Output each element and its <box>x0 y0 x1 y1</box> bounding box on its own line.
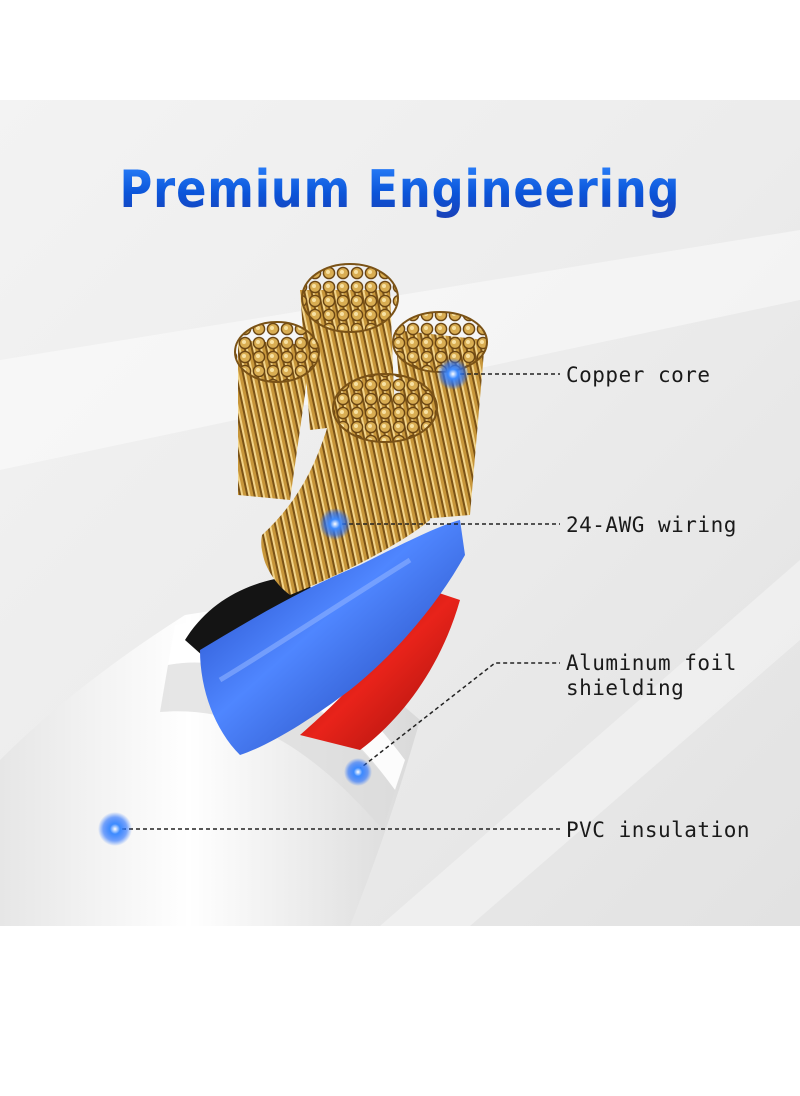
label-aluminum-foil-line2: shielding <box>566 676 685 700</box>
blue-wire <box>200 520 465 755</box>
label-aluminum-foil: Aluminum foil shielding <box>566 651 737 701</box>
marker-foil <box>344 758 372 786</box>
page-title: Premium Engineering <box>56 160 744 220</box>
marker-awg <box>319 508 351 540</box>
label-pvc-insulation: PVC insulation <box>566 818 751 842</box>
marker-pvc <box>98 812 132 846</box>
label-aluminum-foil-line1: Aluminum foil <box>566 651 737 675</box>
red-wire <box>300 590 460 750</box>
leader-foil <box>357 662 560 771</box>
label-copper-core: Copper core <box>566 363 711 387</box>
label-24awg-wiring: 24-AWG wiring <box>566 513 737 537</box>
copper-strand-4 <box>261 400 435 595</box>
marker-copper <box>437 358 469 390</box>
